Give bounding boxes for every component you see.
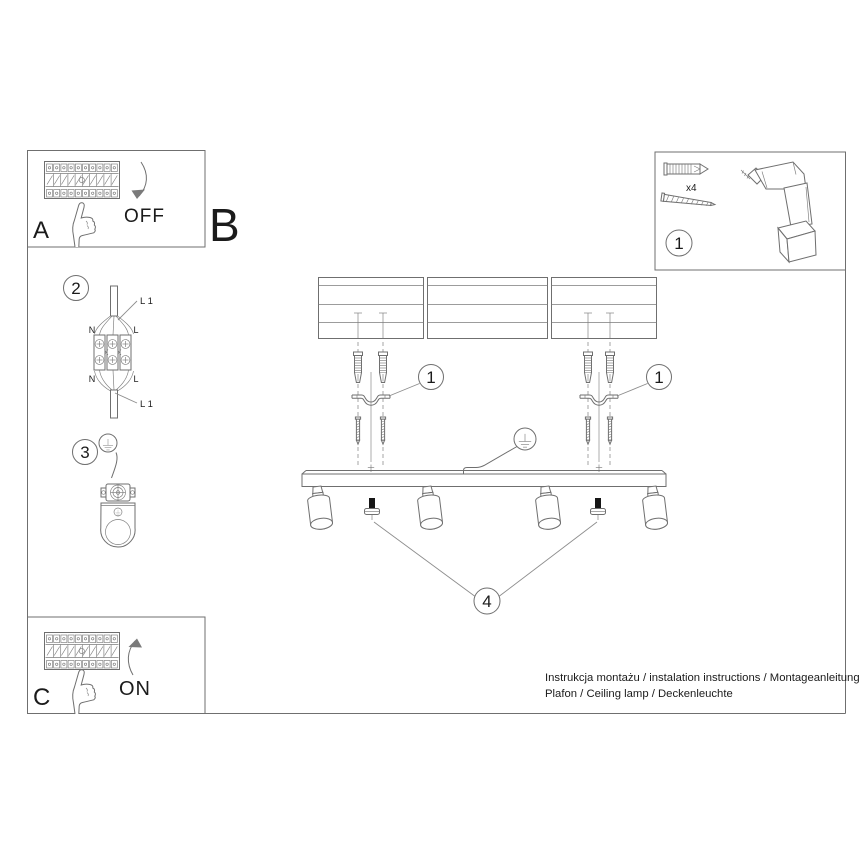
mounting-screw — [354, 416, 362, 445]
bracket-callout-right: 1 — [616, 364, 672, 397]
knob-callout: 4 — [373, 521, 598, 615]
section-b-label: B — [209, 199, 240, 251]
wires-top — [94, 315, 134, 336]
wall-plug-qty: x4 — [686, 183, 697, 194]
wires-bottom — [94, 369, 134, 392]
ceiling — [318, 277, 657, 339]
label-l1-top: L 1 — [140, 296, 153, 307]
pointing-hand-icon — [72, 202, 96, 248]
step3-earth-connection: 3 — [72, 433, 136, 548]
centre-axes — [370, 372, 600, 462]
wall-plug — [605, 351, 615, 383]
mounting-screw — [379, 416, 387, 445]
earth-wire — [111, 452, 118, 479]
panel-a-power-off: A OFF — [27, 150, 206, 248]
wall-plug — [583, 351, 593, 383]
spotlight — [533, 484, 562, 531]
step2-number: 2 — [71, 279, 80, 298]
label-n-bottom: N — [89, 374, 96, 384]
breaker-panel-icon — [45, 633, 120, 670]
mounting-screw — [584, 416, 592, 445]
svg-text:4: 4 — [482, 592, 491, 611]
page-frame — [27, 247, 846, 714]
step3-number: 3 — [80, 443, 89, 462]
label-l-top: L — [133, 325, 138, 335]
earth-symbol-icon — [98, 433, 118, 453]
earth-clamp — [100, 483, 136, 502]
bracket-callout-left: 1 — [388, 364, 444, 397]
arrow-up-icon — [127, 638, 142, 676]
panel-a-action: OFF — [124, 206, 165, 227]
label-l1-bottom: L 1 — [140, 399, 153, 410]
drill-hole-marks — [354, 312, 614, 338]
step2-wiring-diagram: 2 L 1 N L N L — [63, 275, 153, 419]
spotlight — [415, 484, 444, 531]
panel-c-power-on: C ON — [27, 616, 206, 715]
fixing-knob — [364, 497, 380, 521]
screw-icon — [660, 192, 717, 207]
footer-line2: Plafon / Ceiling lamp / Deckenleuchte — [545, 688, 733, 700]
footer-line1: Instrukcja montażu / instalation instruc… — [545, 672, 860, 684]
wall-plug — [378, 351, 388, 383]
svg-text:1: 1 — [426, 368, 435, 387]
terminal-block — [93, 334, 132, 371]
alignment-dashed-lines — [357, 342, 611, 465]
lamp-canopy-end — [100, 502, 136, 548]
label-n-top: N — [89, 325, 96, 335]
bottom-cable — [110, 389, 118, 419]
panel-c-label: C — [33, 684, 50, 711]
mounting-screw — [606, 416, 614, 445]
parts-box: x4 1 — [654, 151, 846, 271]
lamp-bar — [301, 470, 667, 487]
breaker-panel-icon — [45, 162, 120, 199]
wall-plug-icon — [663, 162, 709, 176]
spotlight — [305, 484, 334, 531]
earth-callout — [463, 427, 537, 474]
parts-box-step-number: 1 — [674, 234, 683, 253]
spotlight — [640, 484, 669, 531]
footer: Instrukcja montażu / instalation instruc… — [545, 672, 860, 700]
top-cable — [110, 285, 118, 317]
wall-plug — [353, 351, 363, 383]
label-l-bottom: L — [133, 374, 138, 384]
arrow-down-icon — [131, 161, 147, 199]
panel-c-action: ON — [119, 678, 151, 700]
drill-icon — [740, 161, 817, 264]
svg-text:1: 1 — [654, 368, 663, 387]
panel-a-label: A — [33, 217, 49, 244]
fixing-knob — [590, 497, 606, 521]
pointing-hand-icon — [72, 669, 96, 715]
